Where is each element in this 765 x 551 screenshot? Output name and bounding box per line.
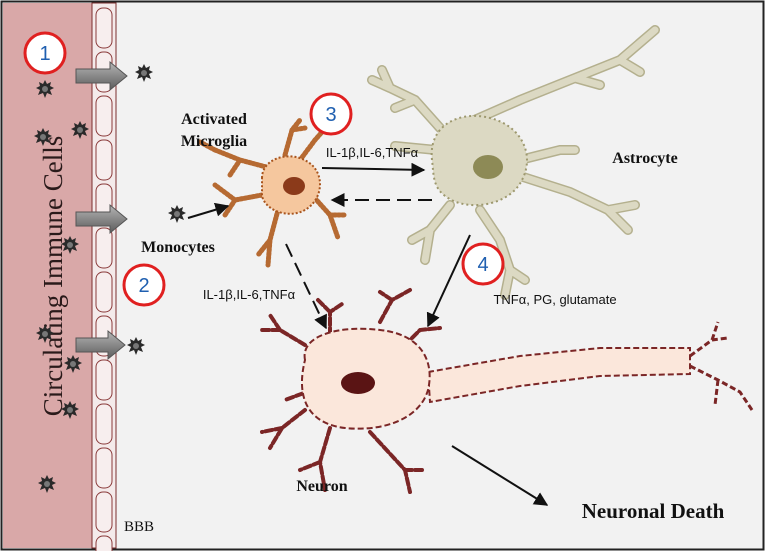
endothelial-cell — [95, 359, 113, 401]
endothelial-cell — [95, 95, 113, 137]
cytokines-label: IL-1β,IL-6,TNFα — [203, 287, 296, 302]
microglia-to-neuron-arrow — [285, 243, 327, 330]
neuronal-death-label: Neuronal Death — [582, 499, 725, 523]
neuron-to-death-arrow — [451, 445, 549, 506]
blood-vessel: Circulating Immune Cells — [3, 2, 117, 551]
astrocyte-factors-label: TNFα, PG, glutamate — [493, 292, 616, 307]
neuron-label: Neuron — [296, 478, 347, 495]
cytokines-label: IL-1β,IL-6,TNFα — [326, 145, 419, 160]
step-number: 4 — [477, 254, 488, 276]
astrocyte-label: Astrocyte — [612, 150, 677, 167]
neuron-cell — [260, 288, 754, 494]
labels: Activated Microglia Monocytes Astrocyte … — [124, 111, 725, 535]
step-marker-2 — [122, 263, 166, 307]
step-marker-4 — [461, 242, 505, 286]
step-marker-1 — [23, 31, 67, 75]
astrocyte-cell — [367, 25, 660, 300]
step-number: 2 — [138, 275, 149, 297]
signal-arrows — [187, 162, 549, 506]
endothelial-cell — [95, 271, 113, 313]
endothelial-cell — [95, 227, 113, 269]
endothelial-cell — [95, 7, 113, 49]
astrocyte-nucleus — [473, 155, 503, 179]
endothelial-cell — [95, 491, 113, 533]
microglia-label: Microglia — [181, 133, 247, 150]
astrocyte-to-neuron-arrow — [426, 234, 471, 328]
migration-arrow-icon — [75, 203, 128, 235]
bbb-label: BBB — [124, 519, 154, 535]
monocyte-to-microglia-arrow — [187, 202, 230, 219]
migration-arrow-icon — [75, 329, 126, 361]
endothelial-cell — [95, 403, 113, 445]
microglia-label: Activated — [181, 111, 247, 128]
microglia-to-astrocyte-arrow — [321, 162, 426, 177]
migration-arrows — [75, 60, 128, 361]
step-number: 3 — [325, 104, 336, 126]
step-markers: 1 2 3 4 — [23, 31, 505, 307]
step-marker-3 — [309, 92, 353, 136]
microglia-nucleus — [283, 177, 305, 195]
endothelial-cell — [95, 535, 113, 551]
neuron-nucleus — [341, 372, 375, 394]
vessel-label: Circulating Immune Cells — [38, 136, 68, 416]
microglia-cell — [197, 117, 348, 268]
monocytes-label: Monocytes — [141, 239, 215, 256]
migration-arrow-icon — [75, 60, 128, 92]
endothelial-cell — [95, 139, 113, 181]
bbb-endothelial-cells — [95, 7, 113, 551]
endothelial-cell — [95, 447, 113, 489]
step-number: 1 — [39, 43, 50, 65]
